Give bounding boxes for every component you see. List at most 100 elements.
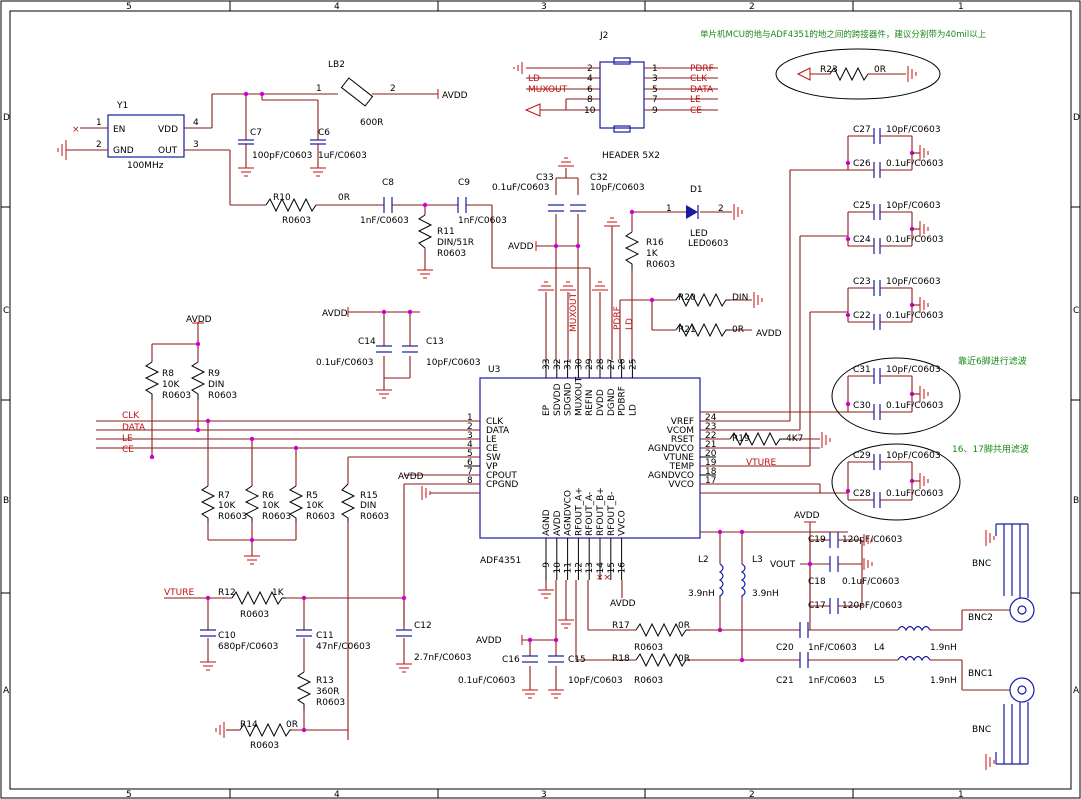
u3-pin-num: 4 — [467, 440, 473, 450]
y1-pin3-num: 3 — [193, 140, 199, 150]
u3-pin-name: REFIN — [585, 389, 595, 416]
r19-ref: R19 — [732, 434, 750, 444]
u3-pin-num: 27 — [607, 359, 617, 370]
u3-pin-num: 26 — [618, 358, 628, 370]
l4-value: 1.9nH — [930, 643, 957, 653]
c32-value: 10pF/C0603 — [590, 183, 645, 193]
u3-pin-name: RFOUT_A- — [585, 492, 595, 536]
r8-pkg: R0603 — [162, 391, 191, 401]
pin6-filter-ellipse — [831, 357, 961, 435]
u3-pin-num: 21 — [705, 440, 716, 450]
u3-pin-num: 1 — [467, 413, 473, 423]
filter-cap-ref: C30 — [853, 401, 871, 411]
j2-net-ld: LD — [528, 74, 540, 84]
u3-pin-name: CE — [486, 444, 498, 454]
col-label-2: 2 — [749, 2, 755, 12]
r16-value: 1K — [646, 249, 659, 259]
u3-pin-name: SW — [486, 453, 501, 463]
junction — [249, 537, 255, 543]
c9-ref: C9 — [458, 178, 470, 188]
u3-pin-num: 15 — [607, 562, 617, 573]
u3-pin-name: TEMP — [669, 462, 695, 472]
filter-cap-value: 10pF/C0603 — [886, 201, 941, 211]
junction — [629, 209, 635, 215]
junction — [401, 595, 407, 601]
c13-ref: C13 — [426, 337, 444, 347]
c7-ref: C7 — [250, 128, 262, 138]
u3-ref: U3 — [488, 365, 500, 375]
junction — [575, 243, 581, 249]
u3-pin-name: DVDD — [596, 389, 606, 416]
u3-pin-num: 23 — [705, 422, 716, 432]
gnd-symbol — [376, 389, 392, 399]
junction — [301, 595, 307, 601]
u3-pin-name: MUXOUT — [574, 376, 584, 416]
u3-pin-num: 16 — [618, 562, 628, 574]
junction — [205, 418, 211, 424]
r21-ref: R21 — [678, 325, 696, 335]
r12-pkg: R0603 — [240, 610, 269, 620]
r11-value: DIN/51R — [437, 238, 474, 248]
filter-cap-value: 0.1uF/C0603 — [886, 159, 943, 169]
r18-pkg: R0603 — [634, 676, 663, 686]
row-label-b: B — [3, 496, 9, 506]
junction — [845, 401, 851, 407]
l5-value: 1.9nH — [930, 676, 957, 686]
j2-pin-9: 9 — [652, 106, 658, 116]
r20-ref: R20 — [678, 293, 696, 303]
gnd-symbol — [215, 722, 225, 738]
filter-cap-ref: C31 — [853, 365, 871, 375]
junction — [407, 309, 413, 315]
l2-ref: L2 — [698, 555, 709, 565]
l2-inductor — [718, 563, 724, 598]
col-label-3: 3 — [541, 2, 547, 12]
u3-pin-name: LD — [628, 404, 638, 416]
filter-cap-ref: C27 — [853, 125, 871, 135]
filter-cap-ref: C25 — [853, 201, 871, 211]
c19-ref: C19 — [808, 535, 826, 545]
gnd-symbol — [538, 281, 608, 291]
junction — [243, 91, 249, 97]
u3-pin-name: LE — [486, 435, 497, 445]
net-le: LE — [122, 434, 133, 444]
j2-net-data: DATA — [690, 85, 714, 95]
ld-wires — [611, 211, 752, 360]
r14-value: 0R — [286, 720, 298, 730]
r23-highlight-ellipse — [775, 48, 941, 100]
u3-pin-name: EP — [542, 404, 552, 416]
avdd-net-pullup: AVDD — [186, 315, 212, 325]
c12-ref: C12 — [414, 621, 432, 631]
bnc1-ref: BNC1 — [968, 669, 993, 679]
c9-capacitor — [457, 197, 467, 213]
j2-value: HEADER 5X2 — [602, 151, 660, 161]
u3-pin-num: 30 — [574, 358, 584, 370]
r5-ref: R5 — [306, 491, 318, 501]
r21-value: 0R — [732, 325, 744, 335]
y1-ref: Y1 — [116, 101, 128, 111]
c14-value: 0.1uF/C0603 — [316, 358, 373, 368]
bnc-label-bottom: BNC — [972, 725, 991, 735]
filter-cap-value: 0.1uF/C0603 — [886, 235, 943, 245]
r6-pkg: R0603 — [262, 512, 291, 522]
j2-ref: J2 — [599, 31, 608, 41]
c15-value: 10pF/C0603 — [568, 676, 623, 686]
r8-resistor — [144, 361, 160, 400]
col-label-5-bottom: 5 — [126, 790, 132, 799]
u3-pin-name: VP — [486, 462, 498, 472]
r12-resistor — [231, 590, 286, 606]
c21-value: 1nF/C0603 — [808, 676, 857, 686]
j2-pin-10: 10 — [584, 106, 596, 116]
filter-cap-ref: C28 — [853, 489, 871, 499]
u3-pin-name: VTUNE — [663, 453, 694, 463]
lb2-ferrite — [340, 77, 374, 107]
r20-value: DIN — [732, 293, 748, 303]
junction — [739, 657, 745, 663]
r11-resistor — [417, 214, 433, 249]
c14-ref: C14 — [358, 337, 376, 347]
junction — [527, 637, 533, 643]
r23-resistor — [829, 66, 869, 82]
pullup-wires — [151, 322, 297, 556]
r15-pkg: R0603 — [360, 512, 389, 522]
junction — [717, 529, 723, 535]
